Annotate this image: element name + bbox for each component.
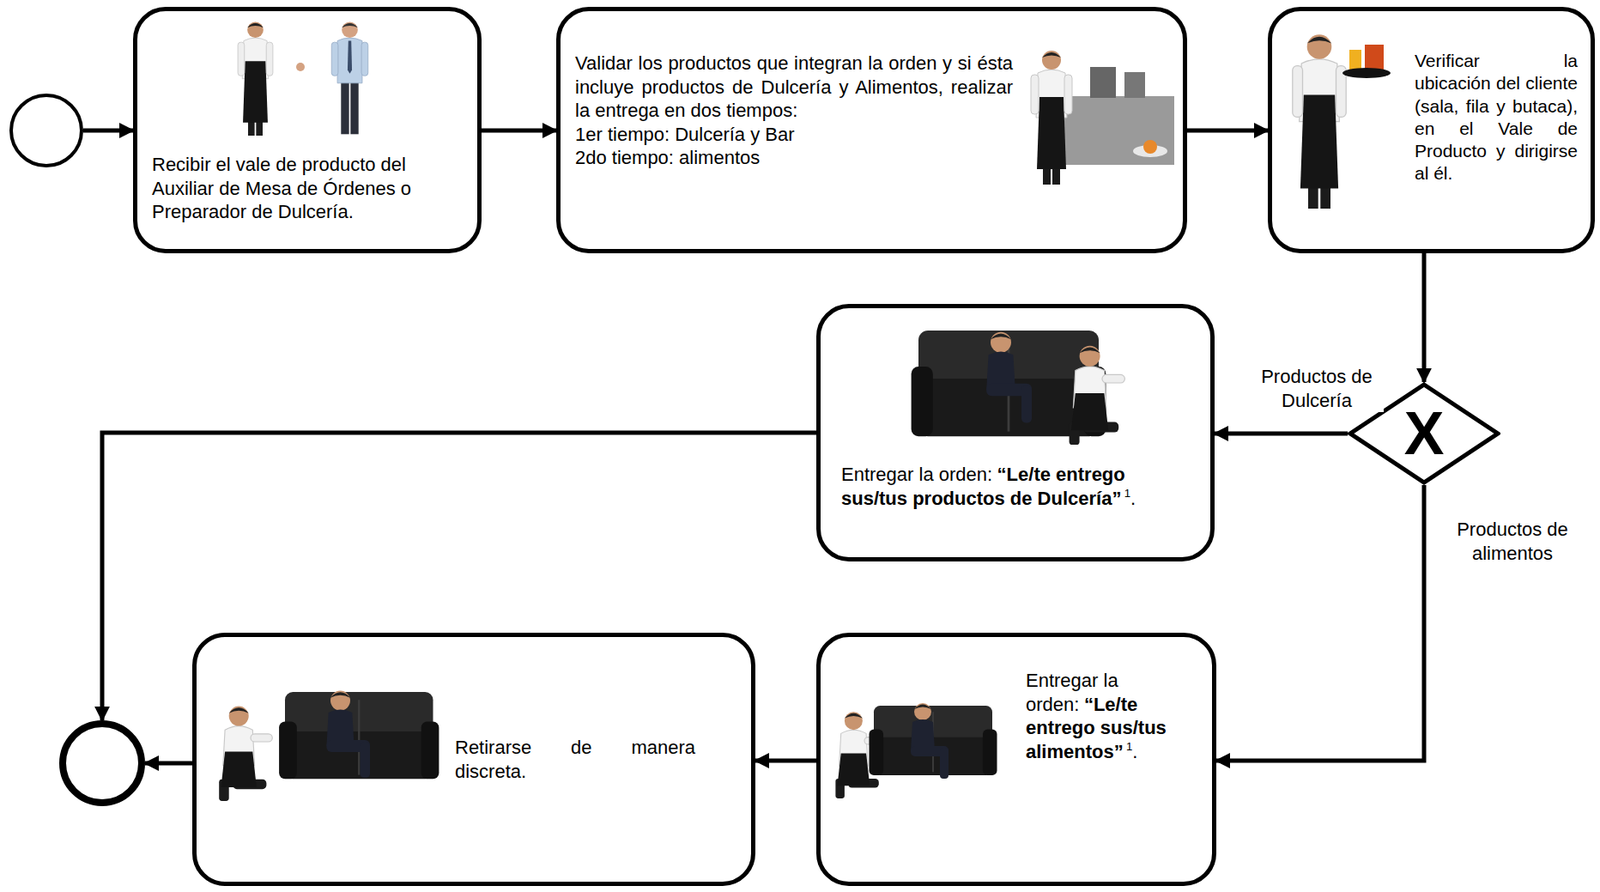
sequence-flow <box>1187 128 1268 134</box>
footnote-number: 1 <box>1124 486 1131 500</box>
text-area: Verificar la ubicación del cliente (sala… <box>1414 49 1578 186</box>
sequence-flow <box>102 432 817 721</box>
node-text: 1er tiempo: Dulcería y Bar <box>575 122 1013 147</box>
process-box: Recibir el vale de producto del Auxiliar… <box>133 6 482 254</box>
flow-label: Productos de Dulcería <box>1249 364 1384 413</box>
node-text: Verificar la ubicación del cliente (sala… <box>1414 49 1578 186</box>
node-text: 2do tiempo: alimentos <box>575 145 1013 170</box>
end-event <box>59 720 146 807</box>
process-box: Entregar la orden:“Le/te entrego sus/tus… <box>816 303 1215 562</box>
process-box: Verificar la ubicación del cliente (sala… <box>1267 6 1595 254</box>
punctuation: . <box>1130 487 1136 510</box>
sequence-flow <box>1216 484 1425 761</box>
process-box: Validar los productos que integran la or… <box>556 6 1188 254</box>
node-text: Retirarse de manera discreta. <box>454 735 696 783</box>
text-area: Retirarse de manera discreta. <box>454 735 696 783</box>
sequence-flow <box>1214 431 1348 437</box>
flow-label: Productos de alimentos <box>1445 517 1580 565</box>
sequence-flow <box>145 761 193 766</box>
punctuation: . <box>1132 740 1138 763</box>
text-area: Entregar la orden:“Le/te entrego sus/tus… <box>841 462 1194 510</box>
sequence-flow <box>755 758 817 764</box>
sequence-flow <box>1422 253 1427 382</box>
node-text: Validar los productos que integran la or… <box>575 51 1013 123</box>
footnote-number: 1 <box>1126 739 1133 753</box>
start-event <box>9 93 84 168</box>
process-box: Retirarse de manera discreta. <box>192 632 756 886</box>
text-area: Entregar la orden:“Le/te entrego sus/tus… <box>1025 668 1202 764</box>
sequence-flow <box>481 128 557 134</box>
sequence-flow <box>83 128 134 134</box>
node-text: Recibir el vale de producto del Auxiliar… <box>151 152 449 225</box>
text-area: Recibir el vale de producto del Auxiliar… <box>151 152 449 225</box>
process-box: Entregar la orden:“Le/te entrego sus/tus… <box>816 632 1217 886</box>
node-text: Entregar la orden: <box>841 463 993 485</box>
text-area: Validar los productos que integran la or… <box>575 51 1013 170</box>
